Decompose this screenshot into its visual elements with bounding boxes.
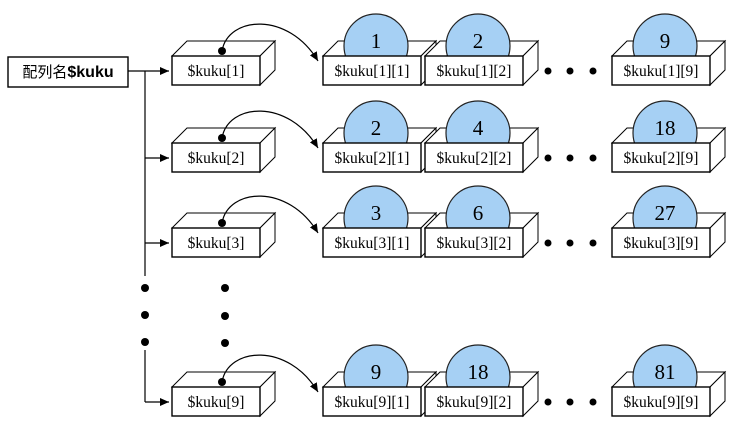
- pointer-arrow: [221, 23, 319, 62]
- ball-value: 4: [473, 116, 484, 140]
- cell-label: $kuku[2][9]: [624, 150, 699, 167]
- ball-value: 18: [655, 116, 676, 140]
- row-kuku-1: $kuku[1] 1 $kuku[1][1] 2 $kuku[1][2]: [170, 13, 727, 87]
- cell-label: $kuku[1][9]: [624, 63, 699, 80]
- vertical-ellipsis-trunk: [141, 284, 149, 346]
- cell-box-1: 9 $kuku[9][1]: [321, 344, 438, 418]
- cell-box-1: 2 $kuku[2][1]: [321, 100, 438, 174]
- cell-label: $kuku[3][9]: [624, 235, 699, 252]
- pointer-arrow: [221, 110, 319, 149]
- header-label: $kuku[1]: [188, 63, 245, 80]
- row-kuku-3: $kuku[3] 3 $kuku[3][1] 6 $kuku[3][2]: [170, 185, 727, 259]
- cell-label: $kuku[9][9]: [624, 394, 699, 411]
- connector-lines: [128, 67, 229, 406]
- header-label: $kuku[9]: [188, 394, 245, 411]
- array-name-label: 配列名$kuku: [22, 64, 113, 81]
- row-ellipsis: [544, 154, 597, 162]
- row-kuku-2: $kuku[2] 2 $kuku[2][1] 4 $kuku[2][2]: [170, 100, 727, 174]
- array-name-rect: [7, 56, 129, 88]
- cell-box-9: 81 $kuku[9][9]: [610, 344, 727, 418]
- row-ellipsis: [544, 239, 597, 247]
- array-name-prefix: 配列名: [22, 64, 67, 81]
- ball-value: 81: [655, 360, 676, 384]
- cell-box-9: 18 $kuku[2][9]: [610, 100, 727, 174]
- ball-value: 9: [660, 29, 671, 53]
- cell-label: $kuku[2][2]: [437, 150, 512, 167]
- cell-label: $kuku[3][1]: [335, 235, 410, 252]
- ball-value: 6: [473, 201, 484, 225]
- ball-value: 1: [371, 29, 382, 53]
- row-ellipsis: [544, 398, 597, 406]
- array-name-box: 配列名$kuku: [7, 56, 129, 88]
- cell-box-2: 2 $kuku[1][2]: [423, 13, 540, 87]
- header-box: $kuku[1]: [170, 39, 277, 87]
- cell-box-9: 27 $kuku[3][9]: [610, 185, 727, 259]
- cell-box-1: 3 $kuku[3][1]: [321, 185, 438, 259]
- cell-label: $kuku[2][1]: [335, 150, 410, 167]
- cell-box-1: 1 $kuku[1][1]: [321, 13, 438, 87]
- ball-value: 18: [468, 360, 489, 384]
- pointer-arrow: [221, 354, 319, 393]
- row-kuku-9: $kuku[9] 9 $kuku[9][1] 18 $kuku[9][2]: [170, 344, 727, 418]
- ball-value: 27: [655, 201, 676, 225]
- header-label: $kuku[3]: [188, 235, 245, 252]
- cell-label: $kuku[1][1]: [335, 63, 410, 80]
- ball-value: 9: [371, 360, 382, 384]
- cell-box-2: 18 $kuku[9][2]: [423, 344, 540, 418]
- array-name-variable: $kuku: [67, 64, 113, 81]
- ball-value: 3: [371, 201, 382, 225]
- header-box: $kuku[2]: [170, 126, 277, 174]
- cell-label: $kuku[1][2]: [437, 63, 512, 80]
- header-box: $kuku[3]: [170, 211, 277, 259]
- pointer-arrow: [221, 195, 319, 234]
- header-box: $kuku[9]: [170, 370, 277, 418]
- ball-value: 2: [371, 116, 382, 140]
- cell-label: $kuku[3][2]: [437, 235, 512, 252]
- header-label: $kuku[2]: [188, 150, 245, 167]
- cell-label: $kuku[9][1]: [335, 394, 410, 411]
- cell-box-9: 9 $kuku[1][9]: [610, 13, 727, 87]
- ball-value: 2: [473, 29, 484, 53]
- cell-box-2: 4 $kuku[2][2]: [423, 100, 540, 174]
- row-ellipsis: [544, 67, 597, 75]
- vertical-ellipsis-headers: [221, 284, 229, 347]
- cell-box-2: 6 $kuku[3][2]: [423, 185, 540, 259]
- cell-label: $kuku[9][2]: [437, 394, 512, 411]
